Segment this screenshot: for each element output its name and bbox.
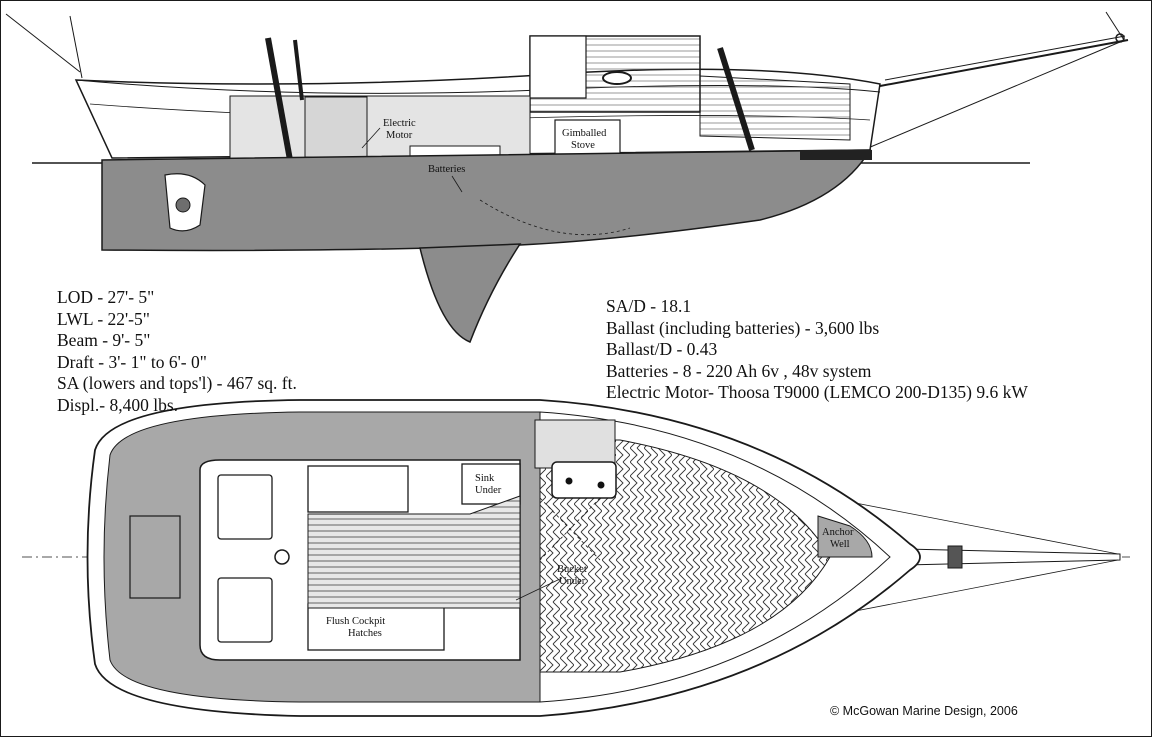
plan-cockpit-hatch-2 (217, 577, 273, 643)
plan-windlass (947, 545, 963, 569)
label-hatches-2: Hatches (348, 628, 382, 639)
spec-ballast-ratio: Ballast/D - 0.43 (606, 339, 718, 359)
boom-gallows (69, 15, 83, 79)
plan-locker-top (307, 465, 409, 513)
plan-companionway (534, 419, 616, 469)
mizzen-mast (293, 39, 304, 101)
copyright-notice: © McGowan Marine Design, 2006 (830, 704, 1018, 718)
plan-sink-locker (461, 463, 521, 505)
plan-cockpit-grating (307, 495, 521, 609)
galley-stove (554, 119, 621, 155)
centerboard-outline (479, 199, 631, 236)
plan-deck-fitting (274, 549, 290, 565)
keel-fin (419, 243, 522, 343)
bow-band (800, 150, 872, 160)
label-sink-1: Sink (475, 473, 495, 484)
spec-sail-area: SA (lowers and tops'l) - 467 sq. ft. (57, 373, 297, 393)
label-sink-2: Under (475, 485, 502, 496)
plan-bowsprit-stay-2 (839, 559, 1119, 615)
bowsprit-fitting (1115, 33, 1125, 43)
spec-electric-motor: Electric Motor- Thoosa T9000 (LEMCO 200-… (606, 382, 1028, 402)
motor-compartment (304, 96, 368, 158)
specs-right-list: SA/D - 18.1 Ballast (including batteries… (606, 296, 1028, 404)
plan-dashed-2 (539, 497, 601, 561)
label-bucket-1: Bucket (557, 564, 587, 575)
deck-plan: Sink Under Bucket Under Anchor Well Flus… (22, 399, 1130, 717)
flag-staff (1105, 11, 1125, 41)
main-mast (265, 37, 293, 161)
label-bucket-2: Under (559, 576, 586, 587)
plan-bowsprit-stay-1 (839, 499, 1119, 555)
label-anchor-2: Well (830, 539, 850, 550)
spec-displacement: Displ.- 8,400 lbs. (57, 394, 179, 415)
label-electric-motor-1: Electric (383, 118, 416, 129)
plan-sink-drain-1 (565, 477, 573, 485)
label-batteries: Batteries (428, 164, 465, 175)
label-electric-motor-2: Motor (386, 130, 413, 141)
propeller (175, 197, 191, 213)
plan-anchor-well (817, 515, 873, 558)
spec-beam: Beam - 9'- 5" (57, 330, 151, 350)
plan-sink (551, 461, 617, 499)
pointer-batteries (451, 175, 463, 193)
spec-draft: Draft - 3'- 1" to 6'- 0" (57, 351, 207, 372)
spec-ballast: Ballast (including batteries) - 3,600 lb… (606, 317, 880, 338)
plan-bucket-arrow (515, 577, 563, 601)
backstay (5, 13, 81, 73)
plan-cockpit-hatch-1 (217, 474, 273, 540)
headstay (884, 35, 1126, 81)
pointer-motor (361, 127, 381, 149)
bobstay (867, 41, 1121, 149)
plan-flush-hatch (307, 603, 445, 651)
label-gimballed-2: Stove (571, 140, 595, 151)
label-hatches-1: Flush Cockpit (326, 616, 385, 627)
label-anchor-1: Anchor (822, 527, 854, 538)
porthole (602, 71, 632, 85)
plan-lazarette (129, 515, 181, 599)
plan-sink-drain-2 (597, 481, 605, 489)
spec-sa-d: SA/D - 18.1 (606, 296, 692, 316)
hull-underbody (101, 149, 872, 252)
label-gimballed-1: Gimballed (562, 128, 607, 139)
foredeck-planking (699, 75, 851, 141)
cabin-house-top (529, 35, 587, 99)
spec-lwl: LWL - 22'-5" (57, 308, 150, 329)
side-profile: Electric Motor Batteries Gimballed Stove (5, 11, 1129, 343)
spec-lod: LOD - 27'- 5" (57, 287, 155, 307)
bowsprit (879, 39, 1129, 87)
spec-batteries: Batteries - 8 - 220 Ah 6v , 48v system (606, 360, 872, 381)
specs-left-list: LOD - 27'- 5" LWL - 22'-5" Beam - 9'- 5"… (57, 287, 297, 416)
fore-mast (717, 47, 755, 151)
